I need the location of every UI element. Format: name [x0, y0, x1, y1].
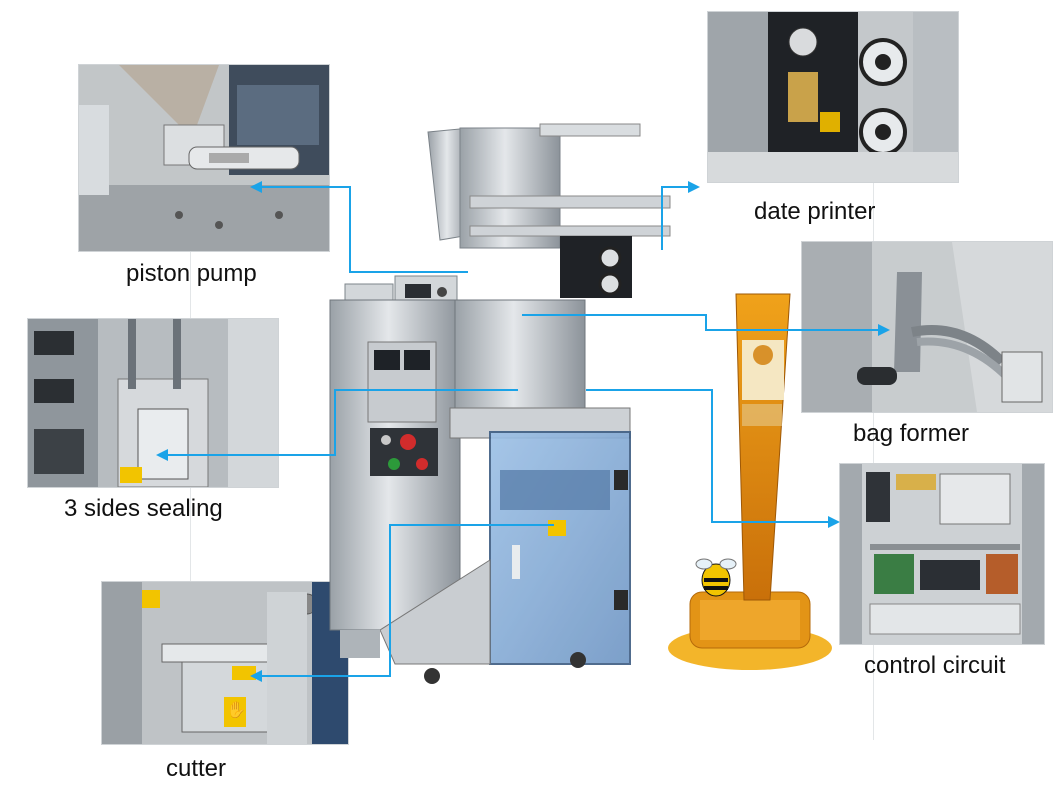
bag-former-label: bag former — [853, 420, 970, 447]
date-printer-photo — [707, 11, 959, 183]
bag-former-photo — [801, 241, 1053, 413]
control-circuit-photo — [839, 463, 1045, 645]
hand-warning-icon: ✋ — [226, 702, 246, 719]
arrow-control-circuit — [586, 389, 834, 523]
honey-stick-product — [668, 293, 832, 670]
piston-pump-photo — [78, 64, 330, 252]
arrowhead-piston-pump — [250, 181, 262, 193]
arrowhead-control-circuit — [828, 516, 840, 528]
piston-pump-label: piston pump — [126, 260, 257, 287]
arrowhead-bag-former — [878, 324, 890, 336]
arrow-three-sides-sealing — [162, 389, 518, 456]
arrowhead-three-sides-sealing — [156, 449, 168, 461]
bee-icon — [695, 558, 737, 597]
safety-door — [489, 431, 631, 665]
cutter-photo: ✋ — [101, 581, 349, 745]
three-sides-sealing-label: 3 sides sealing — [64, 495, 223, 522]
date-printer-label: date printer — [754, 198, 876, 225]
date-printer-unit — [560, 236, 632, 298]
arrow-cutter — [256, 524, 554, 677]
main-cabinet — [329, 299, 631, 631]
arrowhead-cutter — [250, 670, 262, 682]
arrow-bag-former — [522, 314, 884, 331]
three-sides-sealing-photo — [27, 318, 279, 488]
control-circuit-label: control circuit — [864, 652, 1006, 679]
guide-line-right — [873, 180, 874, 740]
callout-arrows — [156, 181, 890, 682]
hopper — [427, 123, 671, 249]
cutter-label: cutter — [166, 755, 227, 782]
arrow-date-printer — [661, 186, 694, 250]
arrowhead-date-printer — [688, 181, 700, 193]
arrow-piston-pump — [256, 186, 468, 273]
base — [340, 559, 586, 684]
